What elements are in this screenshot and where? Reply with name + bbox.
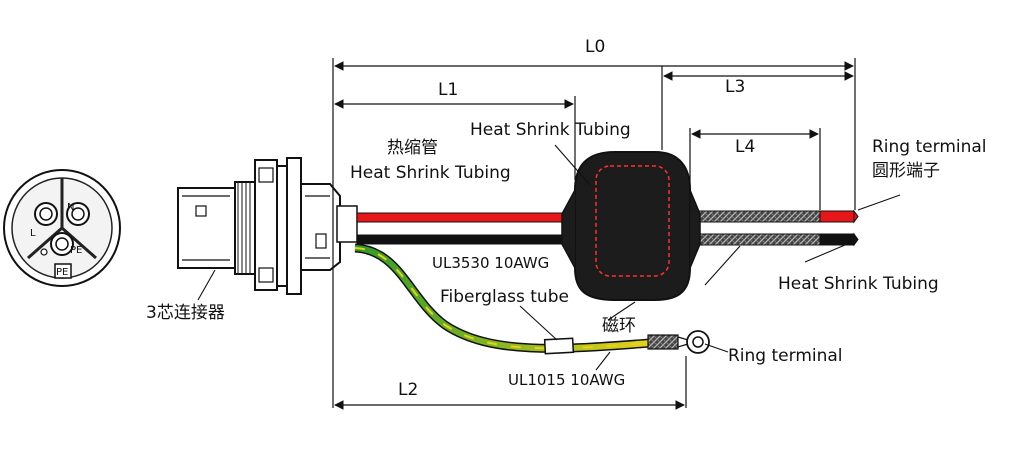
leader-lines: [197, 144, 901, 371]
heat-shrink-left-label: Heat Shrink Tubing: [350, 163, 511, 183]
ferrite-ring: [561, 151, 701, 301]
pin-pe-label: PE: [70, 245, 82, 256]
dim-l3-label: L3: [725, 77, 745, 97]
ring-terminal-bottom-label: Ring terminal: [728, 346, 843, 366]
fiberglass-label: Fiberglass tube: [440, 287, 569, 307]
wires: [354, 209, 859, 355]
dim-l0-label: L0: [585, 37, 605, 57]
dim-l1-label: L1: [438, 80, 458, 100]
cable-main-label: UL3530 10AWG: [432, 254, 549, 272]
dimension-lines: [332, 58, 856, 410]
dim-l4-label: L4: [735, 137, 755, 157]
ferrite-cn-label: 磁环: [602, 316, 636, 336]
heat-shrink-top-label: Heat Shrink Tubing: [470, 120, 631, 140]
key-pe-label: PE: [56, 267, 68, 278]
cable-ground-label: UL1015 10AWG: [508, 371, 625, 389]
heat-shrink-right-label: Heat Shrink Tubing: [778, 274, 939, 294]
pin-l-label: L: [30, 228, 36, 239]
heat-shrink-cn-label: 热缩管: [387, 138, 438, 158]
ring-terminal-top-label: Ring terminal: [872, 137, 987, 157]
connector-face: N L PE PE: [3, 169, 121, 287]
connector-side-view: [177, 157, 358, 295]
ring-terminal-cn-label: 圆形端子: [872, 161, 940, 181]
connector-cn-label: 3芯连接器: [146, 303, 225, 323]
pin-n-label: N: [67, 202, 74, 213]
dim-l2-label: L2: [398, 380, 418, 400]
